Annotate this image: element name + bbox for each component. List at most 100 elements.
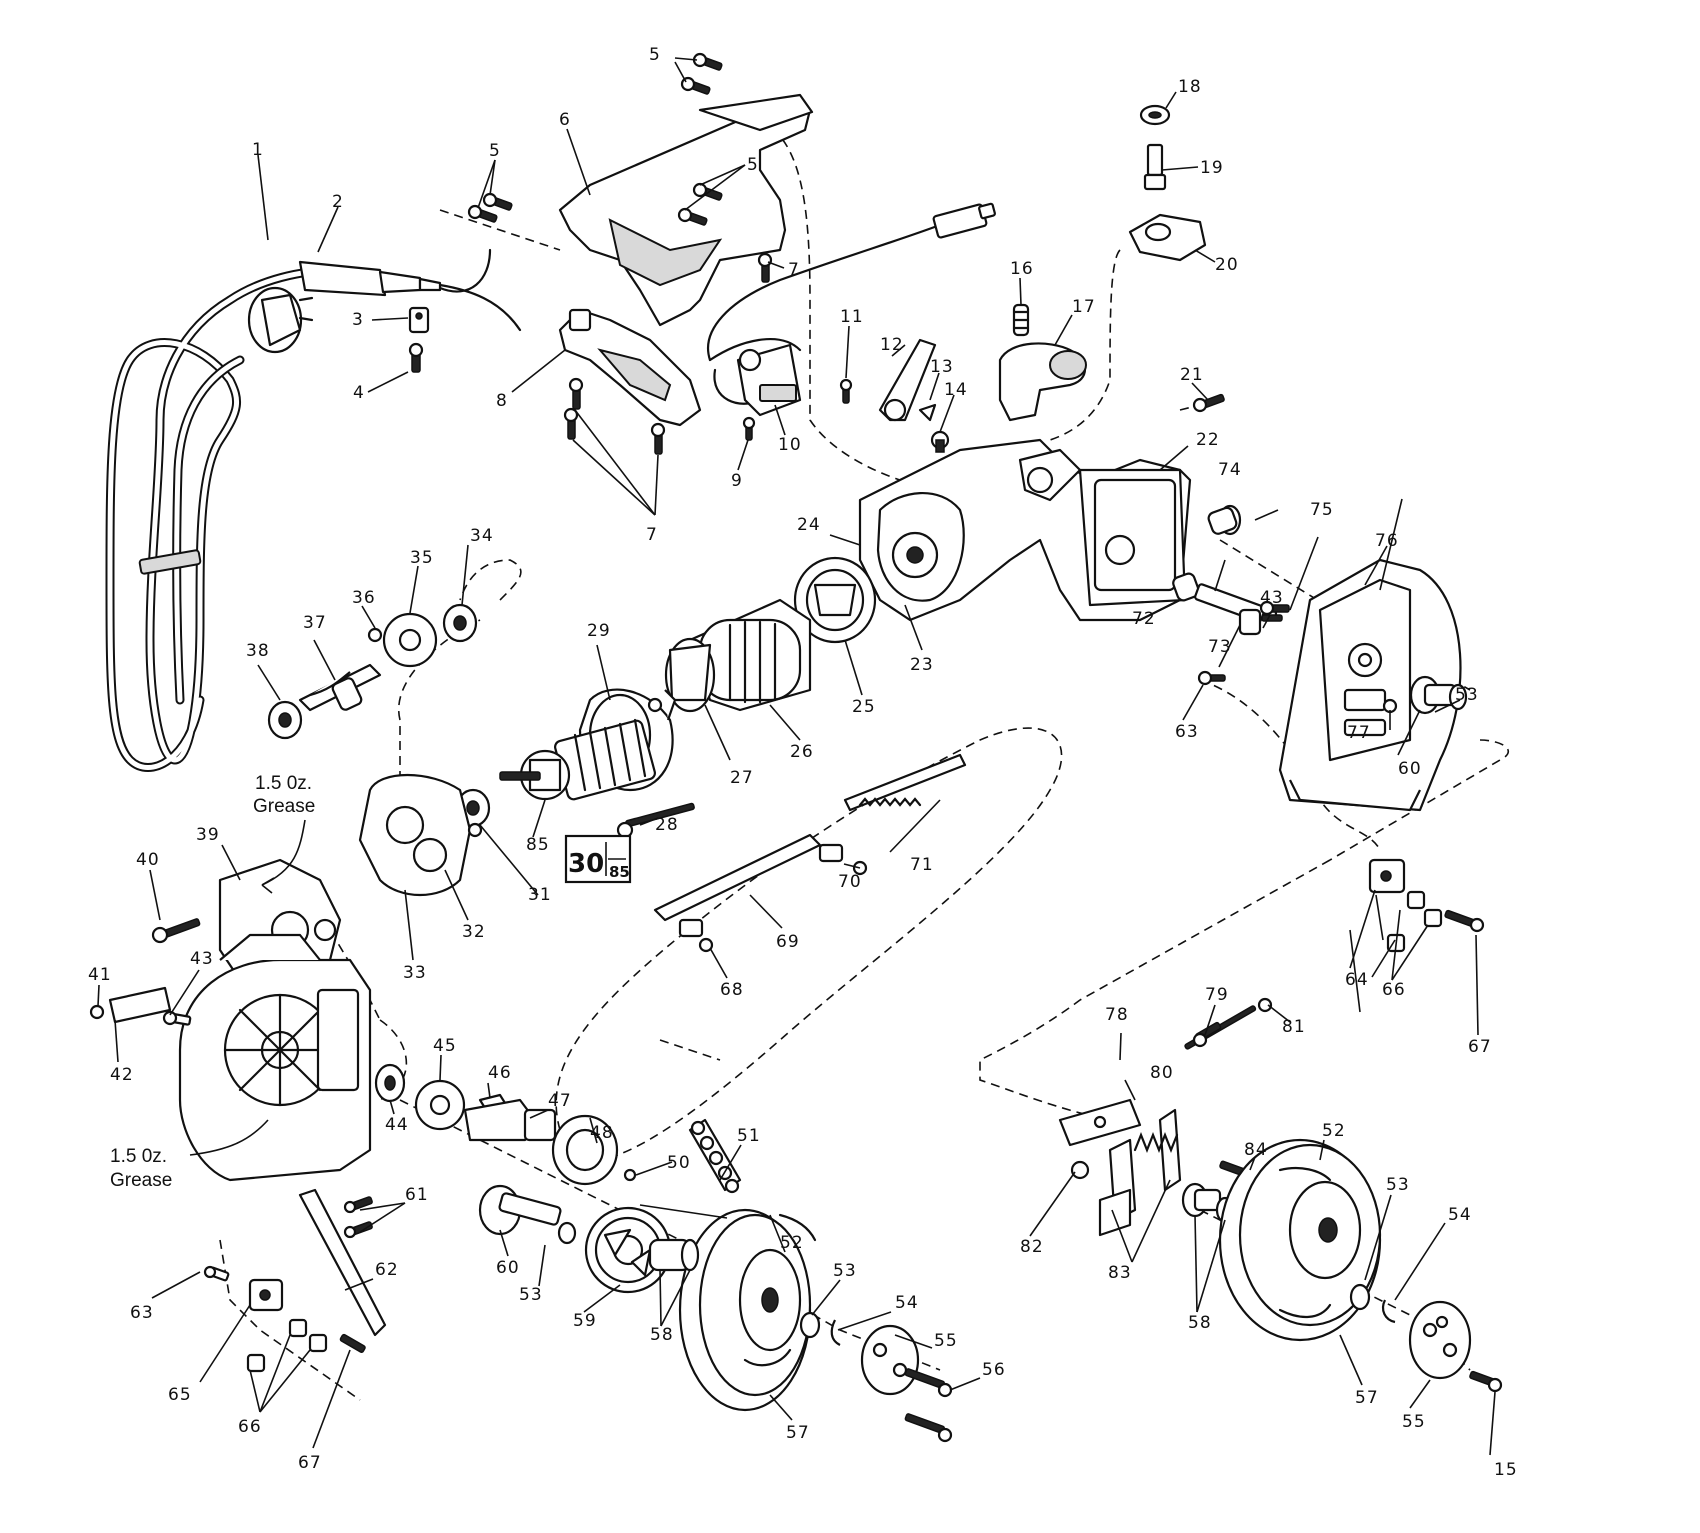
callout-24: 24 <box>797 515 821 535</box>
callout-32: 32 <box>462 922 486 942</box>
callout-9: 9 <box>731 471 743 491</box>
wheel-right <box>1218 1138 1382 1342</box>
callout-60a: 60 <box>1398 759 1422 779</box>
callout-53b: 53 <box>519 1285 543 1305</box>
grease-note-top-line2: Grease <box>253 796 315 817</box>
callout-75: 75 <box>1310 500 1334 520</box>
callout-71: 71 <box>910 855 934 875</box>
wheel-housing-right <box>1278 558 1462 812</box>
callout-76: 76 <box>1375 531 1399 551</box>
fan-baffle <box>793 556 877 644</box>
callout-2: 2 <box>332 192 344 212</box>
wheel-hub-right <box>1349 1283 1503 1393</box>
callout-74: 74 <box>1218 460 1242 480</box>
callout-53c: 53 <box>833 1261 857 1281</box>
callout-61: 61 <box>405 1185 429 1205</box>
callout-19: 19 <box>1200 158 1224 178</box>
callout-65: 65 <box>168 1385 192 1405</box>
callout-77: 77 <box>1347 723 1371 743</box>
wheel-left <box>648 1208 817 1412</box>
callout-15: 15 <box>1494 1460 1518 1480</box>
callout-53d: 53 <box>1386 1175 1410 1195</box>
callout-14: 14 <box>944 380 968 400</box>
blade-guide-left <box>203 1188 387 1373</box>
callout-82: 82 <box>1020 1237 1044 1257</box>
callout-46: 46 <box>488 1063 512 1083</box>
callout-73: 73 <box>1208 637 1232 657</box>
screw-40 <box>151 918 201 944</box>
boxed-ref-30-85: 30 85 <box>564 834 632 884</box>
callout-68: 68 <box>720 980 744 1000</box>
callout-67b: 67 <box>298 1453 322 1473</box>
callout-78: 78 <box>1105 1005 1129 1025</box>
callout-22: 22 <box>1196 430 1220 450</box>
callout-23: 23 <box>910 655 934 675</box>
callout-41: 41 <box>88 965 112 985</box>
blade-guide-right <box>1368 858 1485 953</box>
callout-leaders <box>97 57 1496 1456</box>
callout-34: 34 <box>470 526 494 546</box>
callout-47: 47 <box>548 1091 572 1111</box>
callout-numbers: 1 2 3 4 5 5 5 6 7 7 8 9 10 11 12 13 14 1… <box>88 45 1518 1480</box>
callout-29: 29 <box>587 621 611 641</box>
plug-body <box>247 286 314 354</box>
power-cord <box>105 248 522 772</box>
drive-chain <box>623 1118 742 1194</box>
callout-72: 72 <box>1132 609 1156 629</box>
callout-55a: 55 <box>934 1331 958 1351</box>
callout-5c: 5 <box>747 155 759 175</box>
blade-guide-bar <box>653 833 868 953</box>
callout-50: 50 <box>667 1153 691 1173</box>
grease-note-top: 1.5 0z. Grease <box>253 773 315 894</box>
handle-lower <box>558 308 702 427</box>
callout-7a: 7 <box>788 260 800 280</box>
grease-note-top-line1: 1.5 0z. <box>255 773 312 794</box>
callout-55b: 55 <box>1402 1412 1426 1432</box>
callout-84: 84 <box>1244 1140 1268 1160</box>
callout-7b: 7 <box>646 525 658 545</box>
grease-note-bottom-line2: Grease <box>110 1170 172 1191</box>
grease-note-bottom-line1: 1.5 0z. <box>110 1146 167 1167</box>
callout-5a: 5 <box>649 45 661 65</box>
gear-housing <box>858 438 1192 622</box>
wheel-hub-left <box>799 1311 953 1443</box>
callout-52b: 52 <box>1322 1121 1346 1141</box>
callout-66b: 66 <box>238 1417 262 1437</box>
callout-48: 48 <box>590 1123 614 1143</box>
callout-54b: 54 <box>1448 1205 1472 1225</box>
callout-36: 36 <box>352 588 376 608</box>
handle-screws <box>467 52 773 283</box>
callout-20: 20 <box>1215 255 1239 275</box>
callout-64: 64 <box>1345 970 1369 990</box>
callout-83: 83 <box>1108 1263 1132 1283</box>
callout-3: 3 <box>352 310 364 330</box>
callout-81: 81 <box>1282 1017 1306 1037</box>
shaft-parts-right <box>1172 504 1283 636</box>
switch-assembly <box>707 202 996 441</box>
callout-85: 85 <box>526 835 550 855</box>
tension-assembly <box>1058 997 1273 1237</box>
armature <box>499 688 677 801</box>
callout-43a: 43 <box>190 949 214 969</box>
callout-51: 51 <box>737 1126 761 1146</box>
label-plate <box>89 986 192 1026</box>
callout-37: 37 <box>303 613 327 633</box>
callout-11: 11 <box>840 307 864 327</box>
callout-60b: 60 <box>496 1258 520 1278</box>
callout-58a: 58 <box>650 1325 674 1345</box>
callout-57a: 57 <box>786 1423 810 1443</box>
callout-16: 16 <box>1010 259 1034 279</box>
callout-69: 69 <box>776 932 800 952</box>
end-plate <box>358 774 491 897</box>
callout-1: 1 <box>252 140 264 160</box>
lower-handle-screws <box>563 377 666 455</box>
callout-63a: 63 <box>1175 722 1199 742</box>
callout-35: 35 <box>410 548 434 568</box>
trigger-knob <box>998 303 1087 422</box>
callout-12: 12 <box>880 335 904 355</box>
callout-79: 79 <box>1205 985 1229 1005</box>
callout-21: 21 <box>1180 365 1204 385</box>
top-hardware <box>1128 104 1207 262</box>
callout-58b: 58 <box>1188 1313 1212 1333</box>
